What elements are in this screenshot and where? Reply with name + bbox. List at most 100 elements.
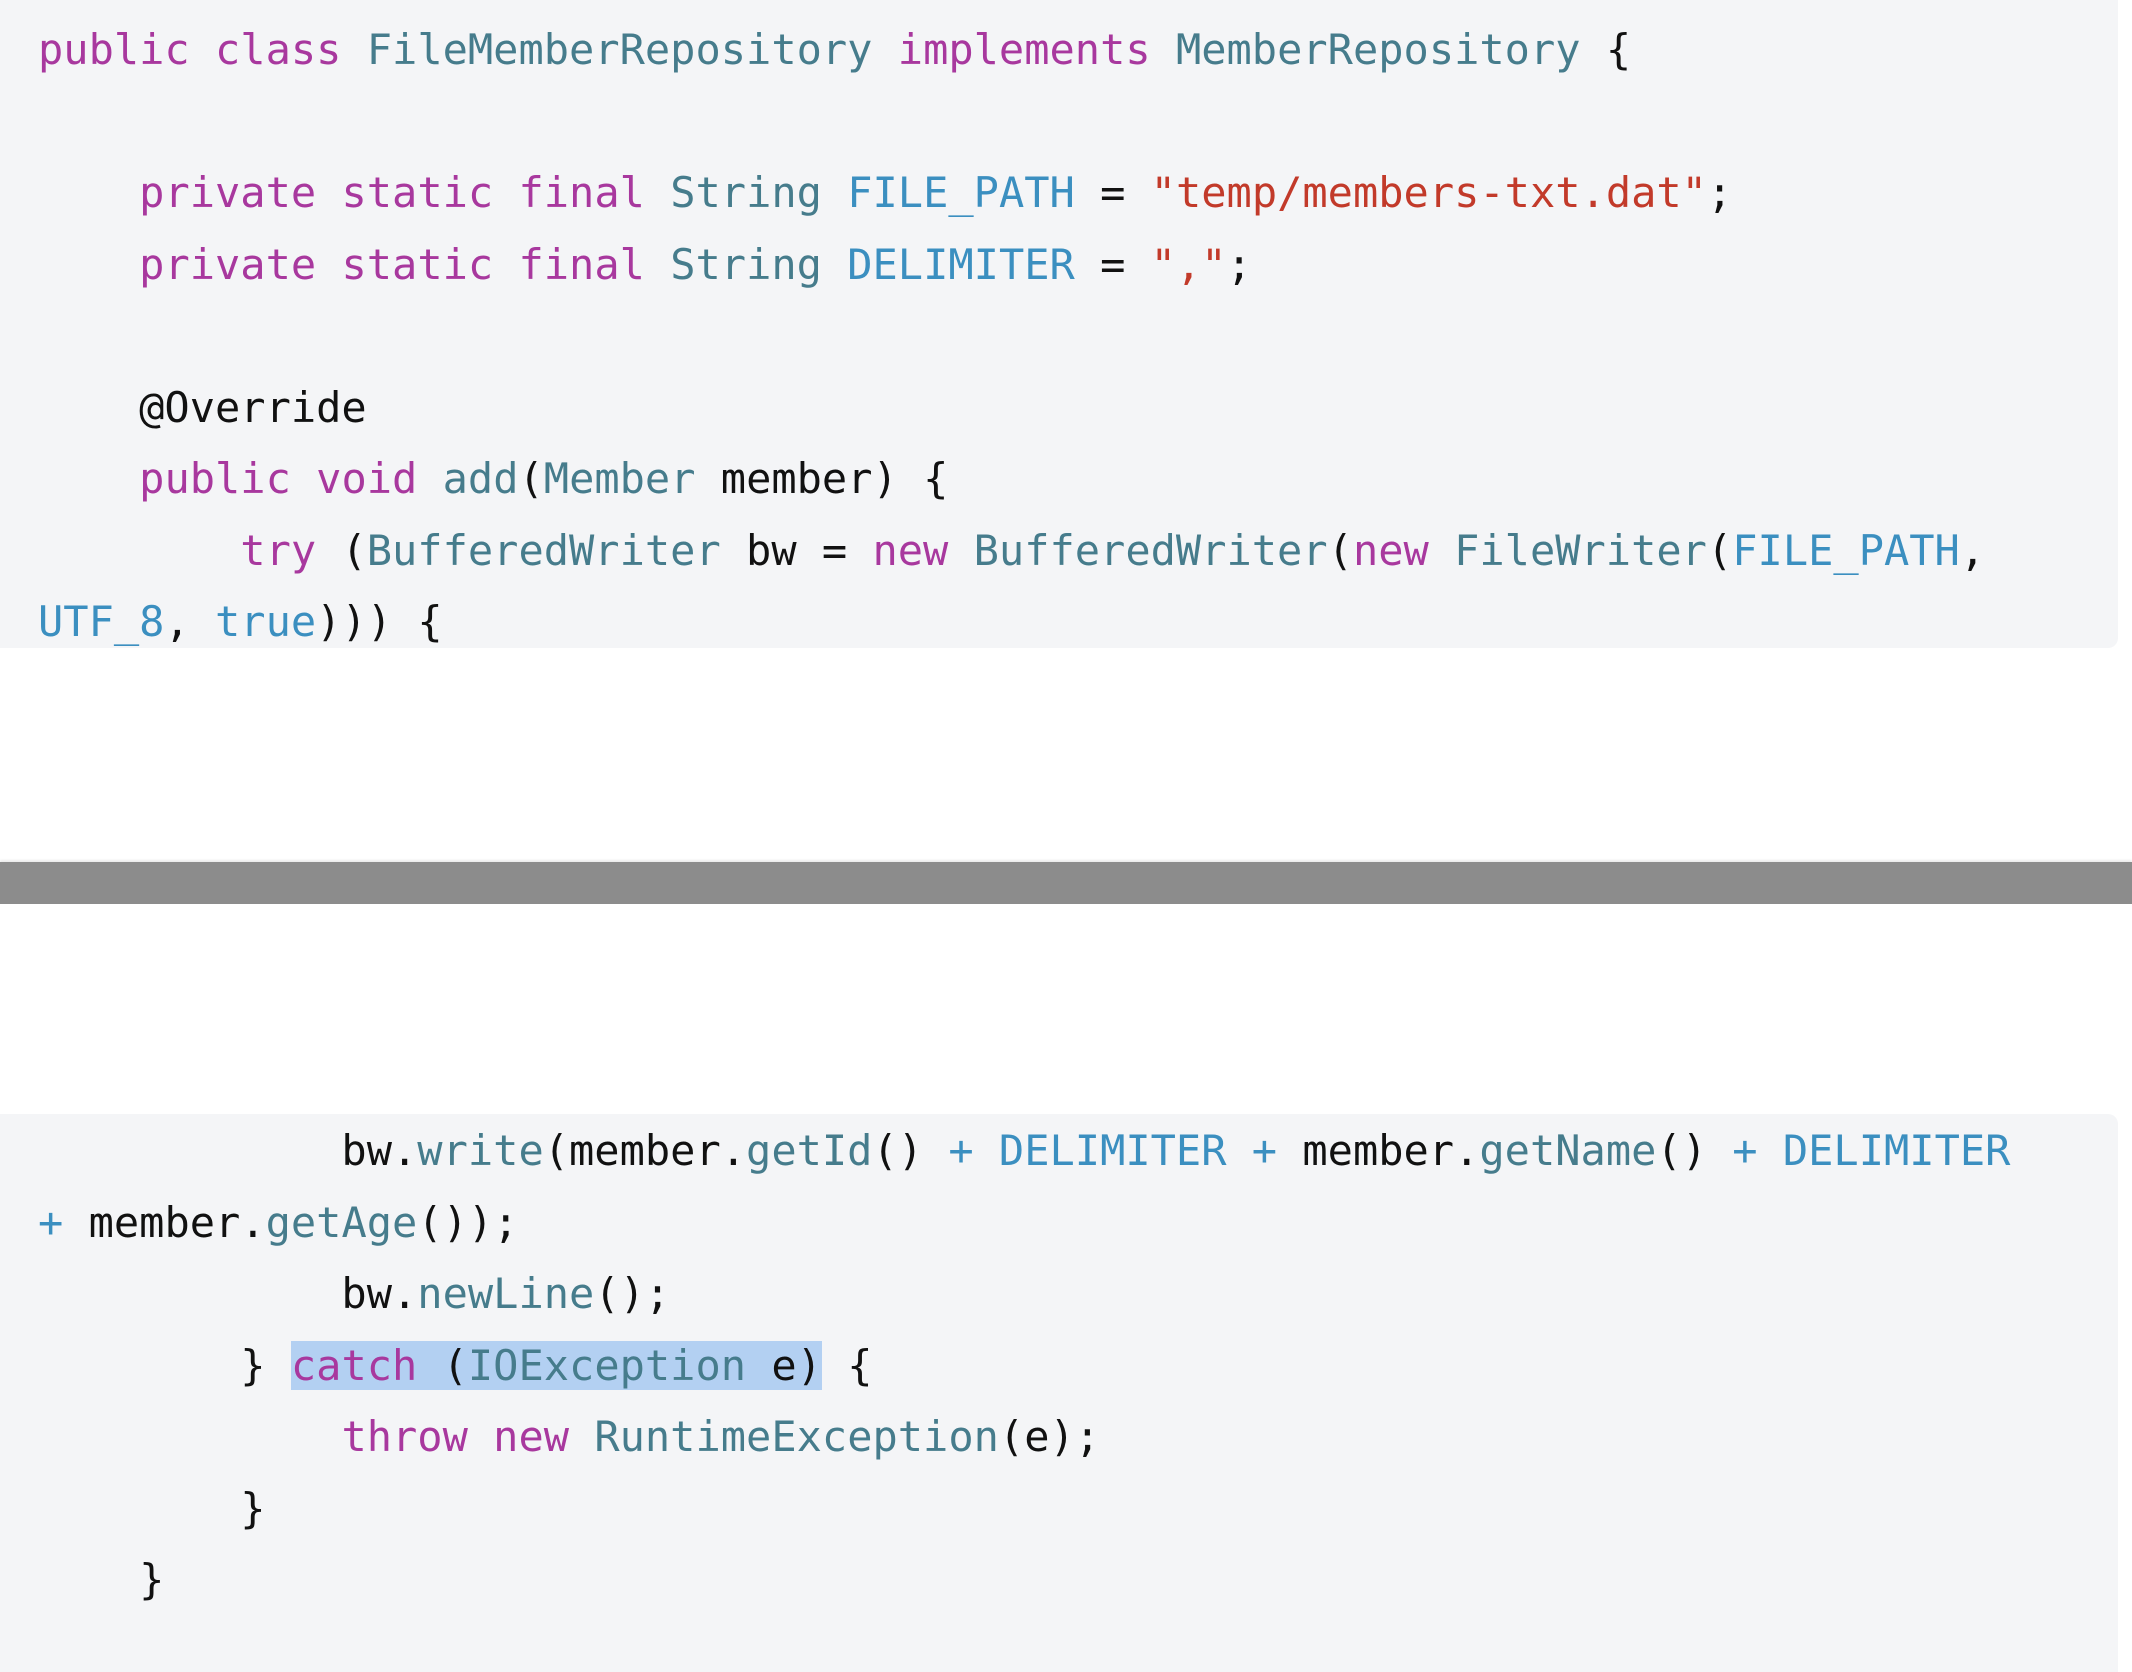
code-token: public [38,25,190,74]
code-token [38,454,139,503]
code-token [38,526,240,575]
code-token [645,240,670,289]
code-line: } [38,1544,2118,1616]
code-token: new [1352,525,1429,575]
code-token [316,168,341,217]
code-token [38,168,139,217]
code-token: "temp/members-txt.dat" [1150,168,1707,217]
code-token [974,1126,999,1175]
code-token: UTF_8 [38,597,165,646]
code-token: bw. [38,1269,418,1318]
code-line: UTF_8, true))) { [38,586,2118,658]
code-line: } [38,1473,2118,1545]
code-token [1227,1126,1252,1175]
code-token: private [139,168,317,217]
code-token: static [341,168,494,217]
code-token [948,526,973,575]
code-token: public [139,454,291,503]
code-token [291,454,316,503]
code-line: @Override [38,372,2118,444]
code-line: private static final String DELIMITER = … [38,229,2118,301]
code-line: public void add(Member member) { [38,443,2118,515]
code-token: private [139,239,317,289]
code-token [1151,25,1176,74]
code-token [38,240,139,289]
code-token: String [670,239,822,289]
code-token [822,240,847,289]
code-token: getAge [265,1197,418,1247]
code-token: , [1959,525,1986,575]
code-token: } [38,1483,266,1533]
code-token: implements [897,25,1151,74]
code-token: + [38,1197,64,1247]
code-token [468,1412,493,1461]
code-token: class [215,25,342,74]
code-token: BufferedWriter [366,525,721,575]
code-token [569,1412,594,1461]
code-token [417,454,442,503]
code-token: , [164,597,216,646]
code-token: } [38,1555,165,1604]
code-token: member) { [695,454,949,503]
code-token: (e); [998,1412,1101,1461]
code-token: new [493,1412,570,1461]
selected-code-token: ( [417,1340,468,1390]
code-token [645,168,670,217]
code-token: DELIMITER [998,1126,1227,1175]
code-token: member. [1277,1126,1480,1175]
code-token: { [821,1340,873,1390]
code-token: (member. [543,1126,747,1175]
code-token: bw. [38,1126,418,1175]
code-token: add [442,454,519,503]
code-token: newLine [417,1269,595,1318]
code-token: member. [63,1197,266,1247]
code-token: final [518,168,645,217]
section-divider [0,862,2132,904]
code-token: getName [1479,1126,1657,1175]
code-line: public class FileMemberRepository implem… [38,14,2118,86]
code-block-bottom[interactable]: bw.write(member.getId() + DELIMITER + me… [0,1114,2118,1672]
code-token: Member [543,454,696,503]
code-line: + member.getAge()); [38,1187,2118,1259]
code-line: bw.newLine(); [38,1258,2118,1330]
code-token: throw [341,1412,468,1461]
code-token: ()); [417,1197,519,1247]
code-token: ))) { [316,597,443,646]
code-token: () [872,1126,949,1175]
code-token: try [240,525,317,575]
code-token: @Override [38,382,367,432]
code-token: RuntimeException [594,1412,999,1461]
selected-code-token: catch [290,1340,418,1390]
code-line: } catch (IOException e) { [38,1330,2118,1402]
code-token: static [341,239,494,289]
code-token: FILE_PATH [847,168,1075,217]
code-token: ; [1226,239,1252,289]
code-token [1758,1126,1783,1175]
code-token: BufferedWriter [973,525,1328,575]
code-token: ( [1706,525,1733,575]
code-token: DELIMITER [847,239,1075,289]
code-token: ; [1706,168,1733,217]
code-token [872,25,897,74]
code-line: try (BufferedWriter bw = new BufferedWri… [38,515,2118,587]
code-token: void [316,454,418,503]
code-token: getId [746,1126,873,1175]
code-token: (); [594,1269,671,1318]
code-token: FileMemberRepository [366,25,873,74]
code-block-top[interactable]: public class FileMemberRepository implem… [0,0,2118,648]
code-token: new [872,525,949,575]
code-token: final [518,239,645,289]
code-token: "," [1150,239,1227,289]
code-token: } [38,1340,291,1390]
code-token: = [1074,239,1151,289]
code-line: bw.write(member.getId() + DELIMITER + me… [38,1115,2118,1187]
code-token [493,240,518,289]
code-token [1429,526,1454,575]
code-token [38,1412,341,1461]
code-token: DELIMITER [1782,1126,2011,1175]
code-token: + [1251,1126,1278,1175]
code-token [822,168,847,217]
code-token [316,240,341,289]
code-line: private static final String FILE_PATH = … [38,157,2118,229]
code-token: true [215,597,317,646]
